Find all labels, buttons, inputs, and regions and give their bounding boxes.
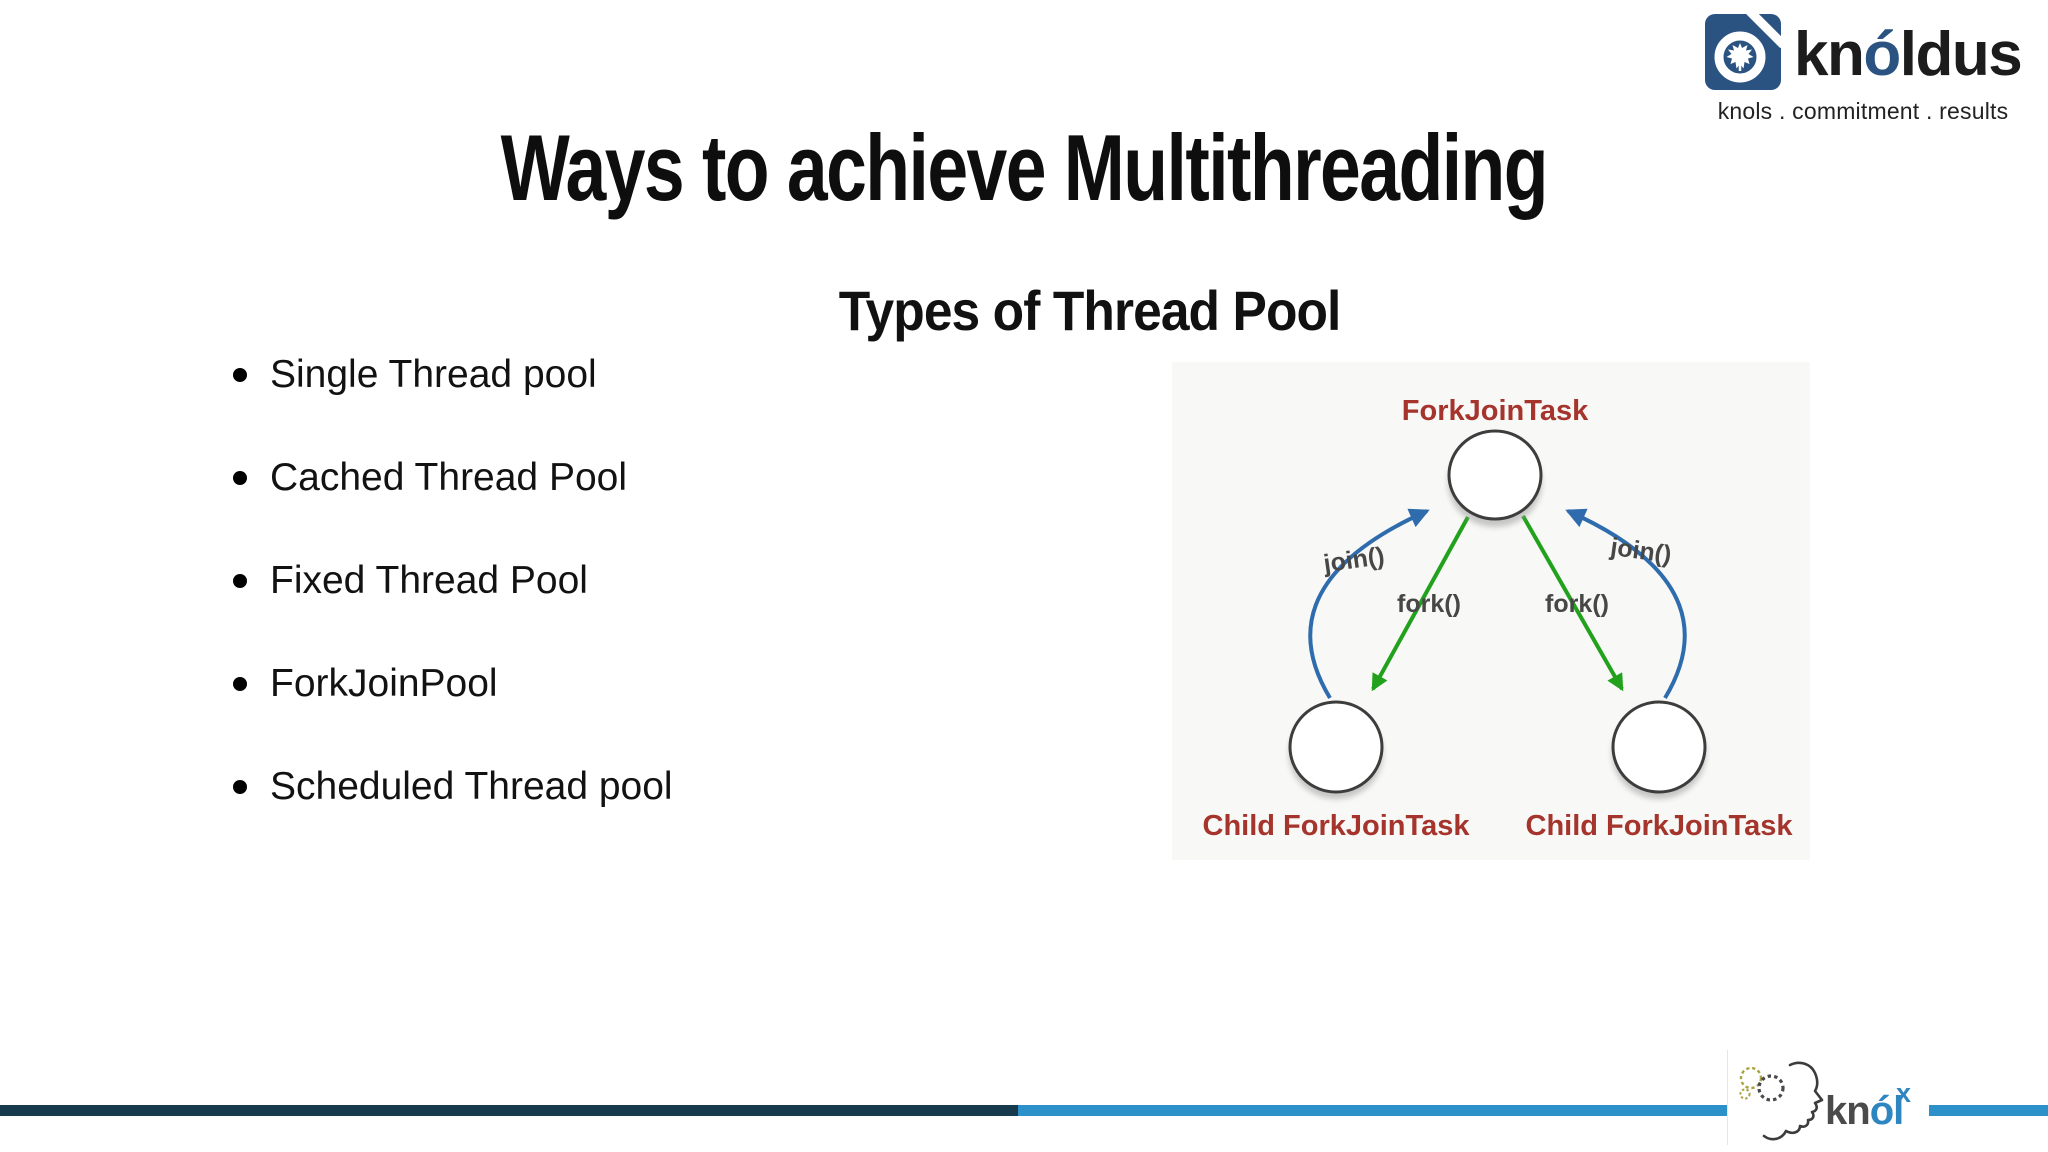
join-arrow-left [1308,508,1430,700]
bullet-list: Single Thread pool Cached Thread Pool Fi… [233,352,673,867]
fork-label-right: fork() [1545,590,1609,618]
footer-bar-dark [0,1105,1018,1116]
list-item: Single Thread pool [233,352,673,398]
child-task-label-left: Child ForkJoinTask [1203,810,1471,842]
knolx-head-gears-icon [1739,1061,1824,1141]
bullet-dot-icon [233,368,247,382]
bullet-dot-icon [233,780,247,794]
child-task-label-right: Child ForkJoinTask [1526,810,1794,842]
maple-leaf-icon [1726,43,1754,69]
list-item: ForkJoinPool [233,661,673,707]
bullet-dot-icon [233,574,247,588]
fork-arrow-left [1371,516,1470,692]
brand-header: knóldus knols . commitment . results [1705,7,2023,125]
bullet-dot-icon [233,471,247,485]
fork-arrow-right [1521,515,1624,692]
list-item: Scheduled Thread pool [233,764,673,810]
child-task-node-left [1288,700,1384,794]
parent-task-label: ForkJoinTask [1402,395,1589,427]
knolx-wordmark-blue: ól [1870,1089,1904,1133]
svg-text:knól: knól [1825,1089,1903,1133]
knolx-sup-x: x [1896,1078,1911,1108]
knoldus-logo-icon [1705,7,1787,95]
forkjoin-diagram: ForkJoinTask Child ForkJoinTask Child Fo… [1165,362,1825,867]
list-item: Fixed Thread Pool [233,558,673,604]
page-title: Ways to achieve Multithreading [500,114,1549,220]
knolx-wordmark-gray: kn [1825,1089,1870,1133]
bullet-dot-icon [233,677,247,691]
footer-bar-light [1018,1105,2048,1116]
parent-task-node [1447,429,1543,521]
join-arrow-right [1565,508,1687,700]
slide-subtitle: Types of Thread Pool [839,279,1342,343]
fork-label-left: fork() [1397,590,1461,618]
knolx-logo: knól x [1727,1050,1929,1145]
child-task-node-right [1611,700,1707,794]
brand-tagline: knols . commitment . results [1717,98,2009,124]
list-item: Cached Thread Pool [233,455,673,501]
brand-wordmark: knóldus [1794,19,2023,89]
